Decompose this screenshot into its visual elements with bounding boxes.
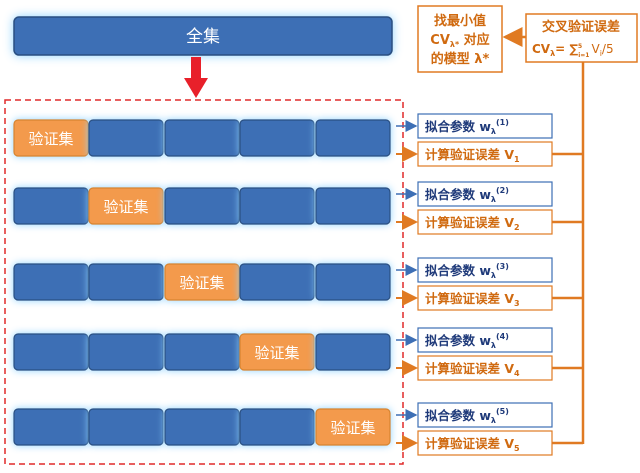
fit-params-box: [417, 327, 553, 353]
full-set-bar: 全集: [13, 16, 393, 56]
split-arrow: [184, 57, 208, 98]
training-segment: [13, 263, 89, 301]
validation-segment: [13, 119, 89, 157]
fit-params-box: [417, 402, 553, 428]
fold-row-3: 验证集 拟合参数 wλ(3) 计算验证误差 V3: [13, 257, 583, 311]
validation-error-box: [417, 141, 553, 167]
validation-error-box: [417, 209, 553, 235]
validation-label: 验证集: [179, 274, 224, 292]
validation-error-label: 计算验证误差 V4: [425, 361, 520, 378]
fit-params-label: 拟合参数 wλ(2): [425, 186, 509, 204]
training-segment: [315, 263, 391, 301]
validation-label: 验证集: [254, 344, 299, 362]
fit-params-box: [417, 257, 553, 283]
find-min-box: 找最小值 CVλ* 对应 的模型 λ*: [417, 5, 503, 73]
training-segment: [164, 333, 240, 371]
training-segment: [315, 119, 391, 157]
validation-label: 验证集: [28, 130, 73, 148]
training-segment: [13, 333, 89, 371]
folds-frame: [4, 99, 404, 465]
fit-params-box: [417, 113, 553, 139]
validation-error-label: 计算验证误差 V2: [425, 215, 520, 232]
validation-error-box: [417, 285, 553, 311]
training-segment: [13, 408, 89, 446]
fit-params-box: [417, 181, 553, 207]
training-segment: [239, 263, 315, 301]
training-segment: [315, 187, 391, 225]
validation-segment: [164, 263, 240, 301]
cv-title: 交叉验证误差: [542, 19, 620, 35]
training-segment: [315, 333, 391, 371]
training-segment: [164, 408, 240, 446]
fit-params-label: 拟合参数 wλ(4): [425, 332, 509, 350]
training-segment: [239, 187, 315, 225]
validation-segment: [315, 408, 391, 446]
training-segment: [164, 187, 240, 225]
training-segment: [239, 119, 315, 157]
training-segment: [88, 333, 164, 371]
validation-label: 验证集: [103, 198, 148, 216]
find-line2: CVλ* 对应: [430, 32, 489, 49]
validation-error-box: [417, 430, 553, 456]
full-set-label: 全集: [186, 27, 220, 47]
validation-segment: [239, 333, 315, 371]
validation-error-label: 计算验证误差 V3: [425, 291, 520, 308]
validation-error-label: 计算验证误差 V5: [425, 436, 520, 453]
training-segment: [239, 408, 315, 446]
validation-error-label: 计算验证误差 V1: [425, 147, 520, 164]
fit-params-label: 拟合参数 wλ(3): [425, 262, 509, 280]
find-line3: 的模型 λ*: [431, 51, 490, 67]
training-segment: [13, 187, 89, 225]
training-segment: [88, 263, 164, 301]
training-segment: [88, 408, 164, 446]
find-line1: 找最小值: [434, 13, 486, 29]
validation-label: 验证集: [330, 419, 375, 437]
fit-params-label: 拟合参数 wλ(5): [425, 407, 509, 425]
training-segment: [164, 119, 240, 157]
training-segment: [88, 119, 164, 157]
fold-row-5: 验证集 拟合参数 wλ(5) 计算验证误差 V5: [13, 402, 583, 456]
fold-row-4: 验证集 拟合参数 wλ(4) 计算验证误差 V4: [13, 327, 583, 381]
fold-row-1: 验证集 拟合参数 wλ(1) 计算验证误差 V1: [13, 113, 583, 167]
validation-segment: [88, 187, 164, 225]
fit-params-label: 拟合参数 wλ(1): [425, 118, 509, 136]
fold-row-2: 验证集 拟合参数 wλ(2) 计算验证误差 V2: [13, 181, 583, 235]
